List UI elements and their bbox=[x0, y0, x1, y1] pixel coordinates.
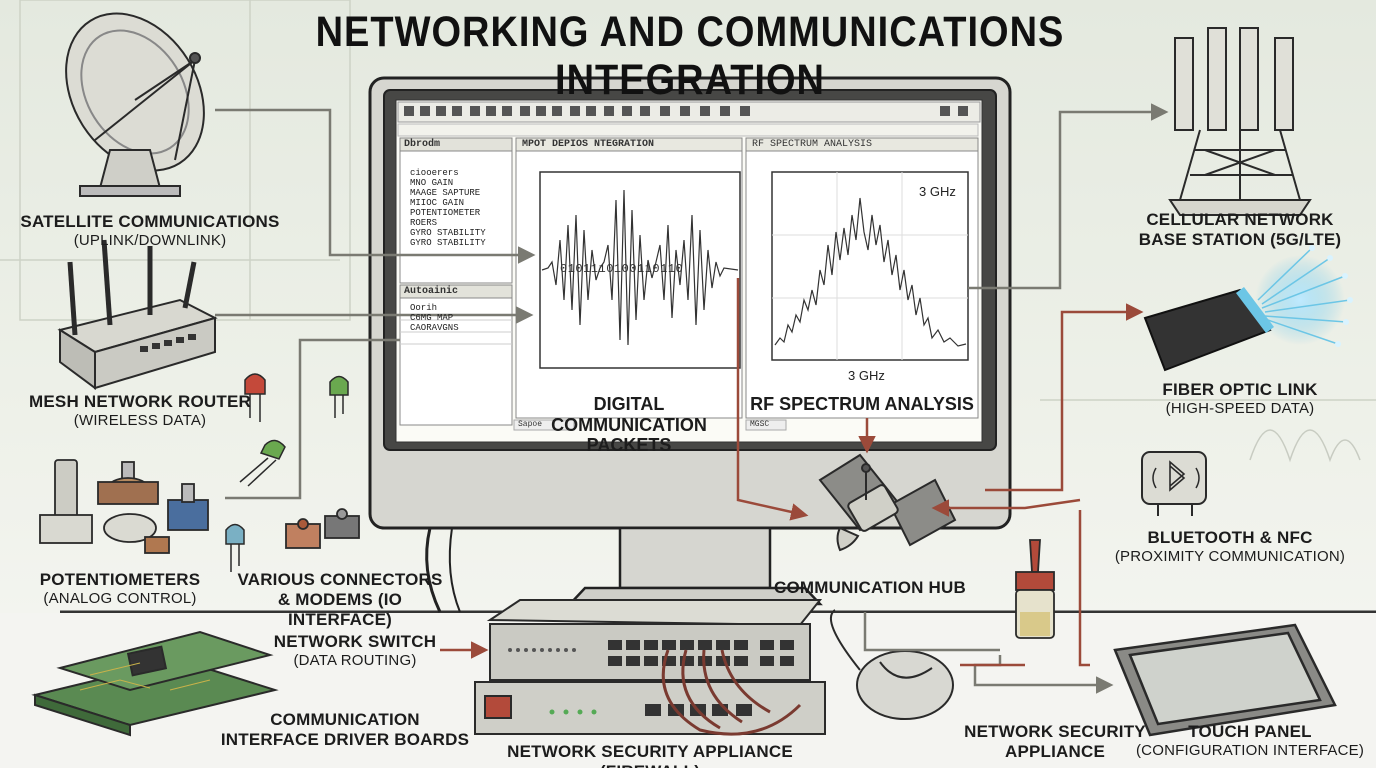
router-label: MESH NETWORK ROUTER (WIRELESS DATA) bbox=[20, 392, 260, 430]
potentiometers-subtitle: (ANALOG CONTROL) bbox=[43, 590, 197, 608]
cell-tower bbox=[1168, 27, 1312, 216]
property-item: CAORAVGNS bbox=[410, 323, 459, 333]
tree-item: POTENTIOMETER bbox=[410, 208, 481, 218]
fiber-title: FIBER OPTIC LINK bbox=[1162, 380, 1318, 399]
fiber-subtitle: (HIGH-SPEED DATA) bbox=[1165, 400, 1315, 418]
security-subtitle: APPLIANCE bbox=[1004, 742, 1106, 762]
satellite-subtitle: (UPLINK/DOWNLINK) bbox=[73, 232, 227, 250]
tree-item: MNO GAIN bbox=[410, 178, 454, 188]
mesh-router bbox=[57, 239, 218, 390]
connectors-title: VARIOUS CONNECTORS bbox=[237, 570, 443, 589]
diagram-title: NETWORKING AND COMMUNICATIONS INTEGRATIO… bbox=[315, 8, 1065, 105]
touch-panel-subtitle: (CONFIGURATION INTERFACE) bbox=[1135, 742, 1365, 760]
center-window-title: MPOT DEPIOS NTEGRATION bbox=[522, 139, 655, 150]
freq-label-bottom: 3 GHz bbox=[848, 368, 885, 383]
properties-title: Autoainic bbox=[404, 286, 459, 297]
tree-item: MIIOC GAIN bbox=[410, 198, 465, 208]
tree-item: ciooerers bbox=[410, 168, 459, 178]
cellular-subtitle: BASE STATION (5G/LTE) bbox=[1138, 230, 1342, 250]
communication-hub bbox=[818, 453, 957, 552]
digital-caption-line-2: PACKETS bbox=[586, 435, 672, 456]
dropper-bottle bbox=[1015, 539, 1055, 639]
led-components bbox=[225, 373, 349, 572]
freq-label-top: 3 GHz bbox=[919, 184, 956, 199]
firewall-label: NETWORK SECURITY APPLIANCE (FIREWALL) bbox=[470, 742, 830, 768]
router-title: MESH NETWORK ROUTER bbox=[29, 392, 251, 411]
digital-caption: DIGITAL COMMUNICATION PACKETS bbox=[516, 394, 742, 456]
firewall-title: NETWORK SECURITY APPLIANCE (FIREWALL) bbox=[507, 742, 793, 768]
property-item: C6MG MAP bbox=[410, 313, 454, 323]
tree-item: GYRO STABILITY bbox=[410, 228, 486, 238]
tree-item: MAAGE SAPTURE bbox=[410, 188, 481, 198]
fiber-label: FIBER OPTIC LINK (HIGH-SPEED DATA) bbox=[1130, 380, 1350, 418]
touch-panel-device bbox=[1113, 623, 1337, 737]
bluetooth-module bbox=[1141, 451, 1207, 516]
satellite-dish bbox=[65, 12, 205, 197]
bluetooth-title: BLUETOOTH & NFC bbox=[1147, 528, 1313, 547]
status-right: MGSC bbox=[750, 420, 770, 429]
bit-string: 0101110100110110 bbox=[560, 262, 684, 276]
tree-item: GYRO STABILITY bbox=[410, 238, 486, 248]
rf-caption: RF SPECTRUM ANALYSIS bbox=[750, 394, 974, 414]
property-item: Oorih bbox=[410, 303, 438, 313]
switch-title: NETWORK SWITCH bbox=[273, 632, 437, 651]
potentiometers-label: POTENTIOMETERS (ANALOG CONTROL) bbox=[30, 570, 210, 608]
switch-subtitle: (DATA ROUTING) bbox=[293, 652, 417, 670]
security-title: NETWORK SECURITY bbox=[964, 722, 1146, 741]
driver-boards-title: COMMUNICATION bbox=[270, 710, 420, 729]
digital-caption-line-1: DIGITAL COMMUNICATION bbox=[551, 394, 707, 435]
tree-item: ROERS bbox=[410, 218, 438, 228]
left-panel-title: Dbrodm bbox=[404, 139, 441, 150]
switch-label: NETWORK SWITCH (DATA ROUTING) bbox=[270, 632, 440, 670]
satellite-label: SATELLITE COMMUNICATIONS (UPLINK/DOWNLIN… bbox=[20, 212, 280, 250]
touch-panel-label: TOUCH PANEL (CONFIGURATION INTERFACE) bbox=[1130, 722, 1370, 760]
connectors-subtitle: & MODEMS (IO INTERFACE) bbox=[277, 590, 403, 630]
potentiometers-title: POTENTIOMETERS bbox=[39, 570, 201, 589]
mouse bbox=[830, 609, 954, 720]
bluetooth-subtitle: (PROXIMITY COMMUNICATION) bbox=[1114, 548, 1346, 566]
bluetooth-label: BLUETOOTH & NFC (PROXIMITY COMMUNICATION… bbox=[1090, 528, 1370, 566]
switch-stack bbox=[474, 599, 826, 736]
security-label: NETWORK SECURITY APPLIANCE bbox=[955, 722, 1155, 762]
digital-waveform bbox=[541, 189, 739, 346]
right-window-title: RF SPECTRUM ANALYSIS bbox=[752, 139, 873, 150]
screen-ui bbox=[397, 101, 981, 431]
driver-boards-subtitle: INTERFACE DRIVER BOARDS bbox=[220, 730, 470, 750]
hub-label: COMMUNICATION HUB bbox=[770, 578, 970, 598]
red-connectors bbox=[440, 278, 1144, 667]
status-left: Sapoe bbox=[518, 420, 543, 429]
cellular-title: CELLULAR NETWORK bbox=[1146, 210, 1334, 229]
cellular-label: CELLULAR NETWORK BASE STATION (5G/LTE) bbox=[1120, 210, 1360, 250]
touch-panel-title: TOUCH PANEL bbox=[1188, 722, 1312, 741]
driver-boards-label: COMMUNICATION INTERFACE DRIVER BOARDS bbox=[220, 710, 470, 750]
rf-spectrum-trace bbox=[774, 197, 967, 347]
potentiometers bbox=[39, 459, 360, 554]
connectors-label: VARIOUS CONNECTORS & MODEMS (IO INTERFAC… bbox=[230, 570, 450, 630]
router-subtitle: (WIRELESS DATA) bbox=[73, 412, 207, 430]
fiber-optic-cable bbox=[1143, 245, 1353, 372]
satellite-title: SATELLITE COMMUNICATIONS bbox=[20, 212, 280, 231]
hub-title: COMMUNICATION HUB bbox=[774, 578, 966, 597]
driver-boards bbox=[31, 630, 279, 737]
